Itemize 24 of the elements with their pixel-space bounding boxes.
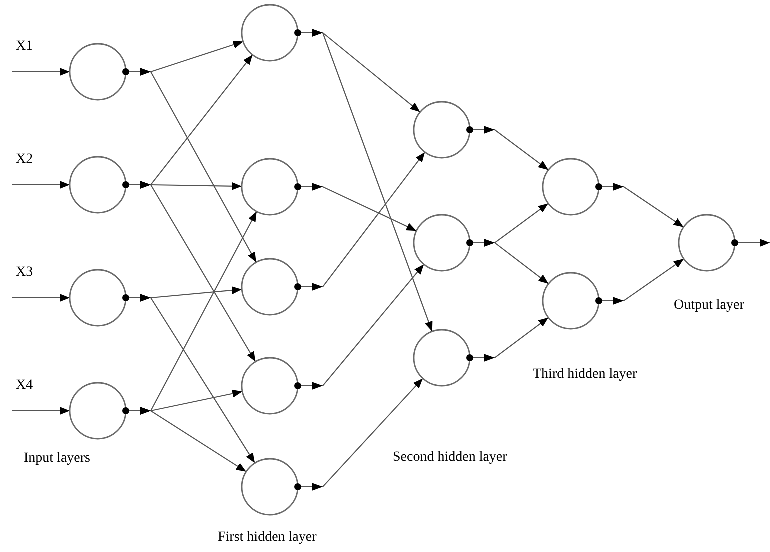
neuron-circle: [69, 156, 131, 214]
neuron-circle: [413, 101, 475, 159]
neuron-circle: [241, 357, 303, 415]
neuron-circle: [241, 258, 303, 316]
input-label: X3: [16, 266, 34, 280]
input-label: X1: [16, 40, 34, 54]
neuron-circle: [413, 214, 475, 272]
layer-label: Output layer: [674, 299, 744, 313]
neuron-circle: [678, 214, 740, 272]
layer-label: First hidden layer: [218, 531, 317, 545]
neuron-circle: [241, 458, 303, 516]
layer-label: Third hidden layer: [533, 368, 638, 382]
neuron-circle: [69, 269, 131, 327]
neuron-circle: [413, 329, 475, 387]
layer-label: Input layers: [24, 452, 90, 466]
neuron-circle: [241, 158, 303, 216]
neuron-circle: [69, 43, 131, 101]
neuron-circle: [69, 382, 131, 440]
layer-label: Second hidden layer: [393, 451, 508, 465]
input-label: X4: [16, 379, 34, 393]
neuron-circle: [542, 158, 604, 216]
neuron-circle: [241, 4, 303, 62]
neuron-circle: [542, 272, 604, 330]
input-label: X2: [16, 153, 34, 167]
